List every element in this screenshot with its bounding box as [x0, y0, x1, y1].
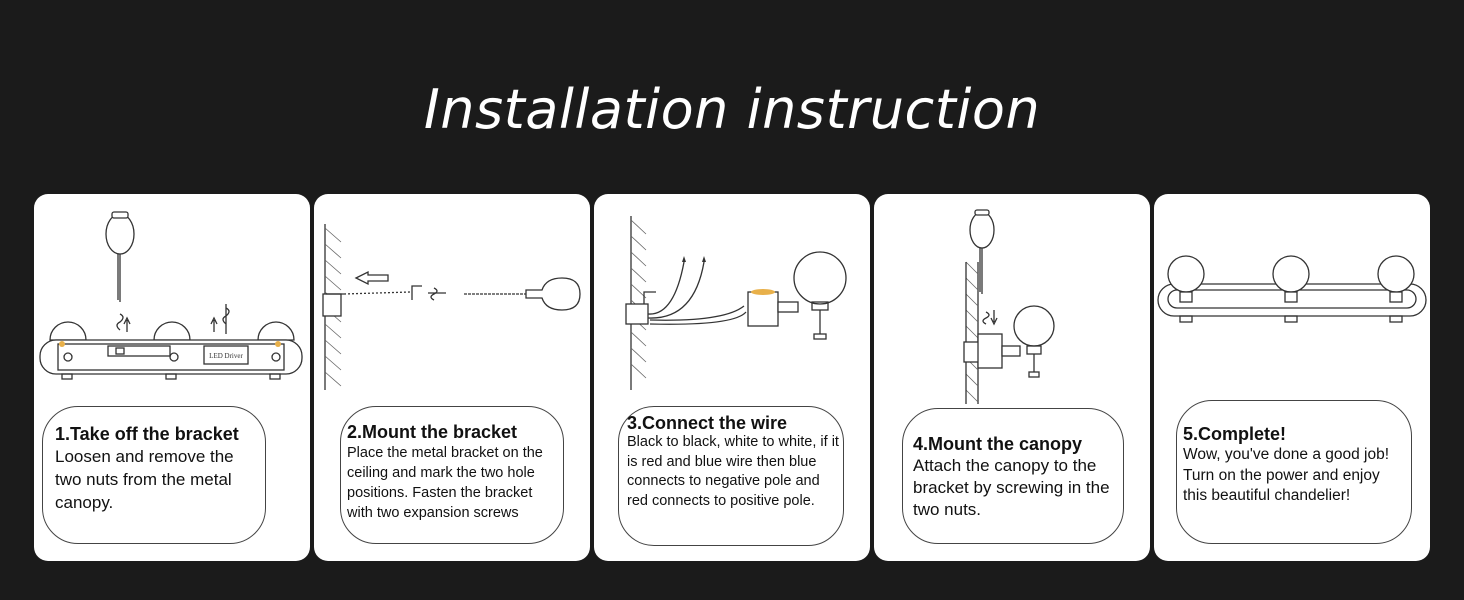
step-card-1: LED Driver 1.Take off the bracket Loosen… — [34, 194, 310, 561]
canopy-box — [977, 333, 1003, 369]
canopy-bar — [39, 339, 303, 375]
step-card-2: 2.Mount the bracket Place the metal brac… — [314, 194, 590, 561]
globe-icon — [793, 251, 847, 305]
ceiling-wall — [965, 261, 979, 404]
step-5-text: Wow, you've done a good job! Turn on the… — [1183, 446, 1390, 504]
bracket-icon — [411, 285, 446, 301]
step-4-text: Attach the canopy to the bracket by scre… — [913, 456, 1110, 519]
led-driver-box — [203, 345, 249, 365]
mount-bracket-illustration — [322, 224, 581, 390]
connect-wire-illustration — [625, 216, 847, 390]
drill-icon — [525, 277, 581, 311]
step-card-4: 4.Mount the canopy Attach the canopy to … — [874, 194, 1150, 561]
step-5-title: 5.Complete! — [1183, 424, 1287, 444]
step-3-title: 3.Connect the wire — [627, 413, 788, 433]
step-3-bubble: 3.Connect the wire Black to black, white… — [618, 406, 844, 546]
wall-box — [625, 303, 649, 325]
step-card-3: 3.Connect the wire Black to black, white… — [594, 194, 870, 561]
step-1-title: 1.Take off the bracket — [55, 424, 239, 444]
screwdriver-icon — [969, 209, 995, 294]
mount-canopy-illustration — [963, 209, 1055, 404]
wall-box — [322, 293, 342, 317]
step-card-5: 5.Complete! Wow, you've done a good job!… — [1154, 194, 1430, 561]
page-title: Installation instruction — [423, 78, 1041, 141]
arrow-down-icon — [982, 310, 998, 326]
step-4-title: 4.Mount the canopy — [913, 434, 1083, 454]
step-2-text: Place the metal bracket on the ceiling a… — [347, 445, 543, 521]
step-1-text: Loosen and remove the two nuts from the … — [55, 447, 234, 512]
step-1-bubble: 1.Take off the bracket Loosen and remove… — [42, 406, 266, 544]
arrow-left-icon — [354, 270, 389, 286]
led-driver-label: LED Driver — [209, 352, 243, 360]
globe-icon — [1013, 305, 1055, 347]
globe-icon — [49, 321, 295, 341]
remove-bracket-illustration: LED Driver — [39, 211, 303, 380]
step-2-bubble: 2.Mount the bracket Place the metal brac… — [340, 406, 564, 544]
canopy-box — [747, 291, 779, 327]
wire-icon — [647, 256, 747, 325]
arrow-up-icon — [116, 304, 230, 334]
globe-icon — [1167, 255, 1415, 303]
step-3-text: Black to black, white to white, if it is… — [627, 434, 839, 509]
step-5-bubble: 5.Complete! Wow, you've done a good job!… — [1176, 400, 1412, 544]
step-2-title: 2.Mount the bracket — [347, 422, 518, 442]
complete-chandelier-illustration — [1157, 255, 1427, 323]
step-4-bubble: 4.Mount the canopy Attach the canopy to … — [902, 408, 1124, 544]
screwdriver-icon — [105, 211, 135, 302]
